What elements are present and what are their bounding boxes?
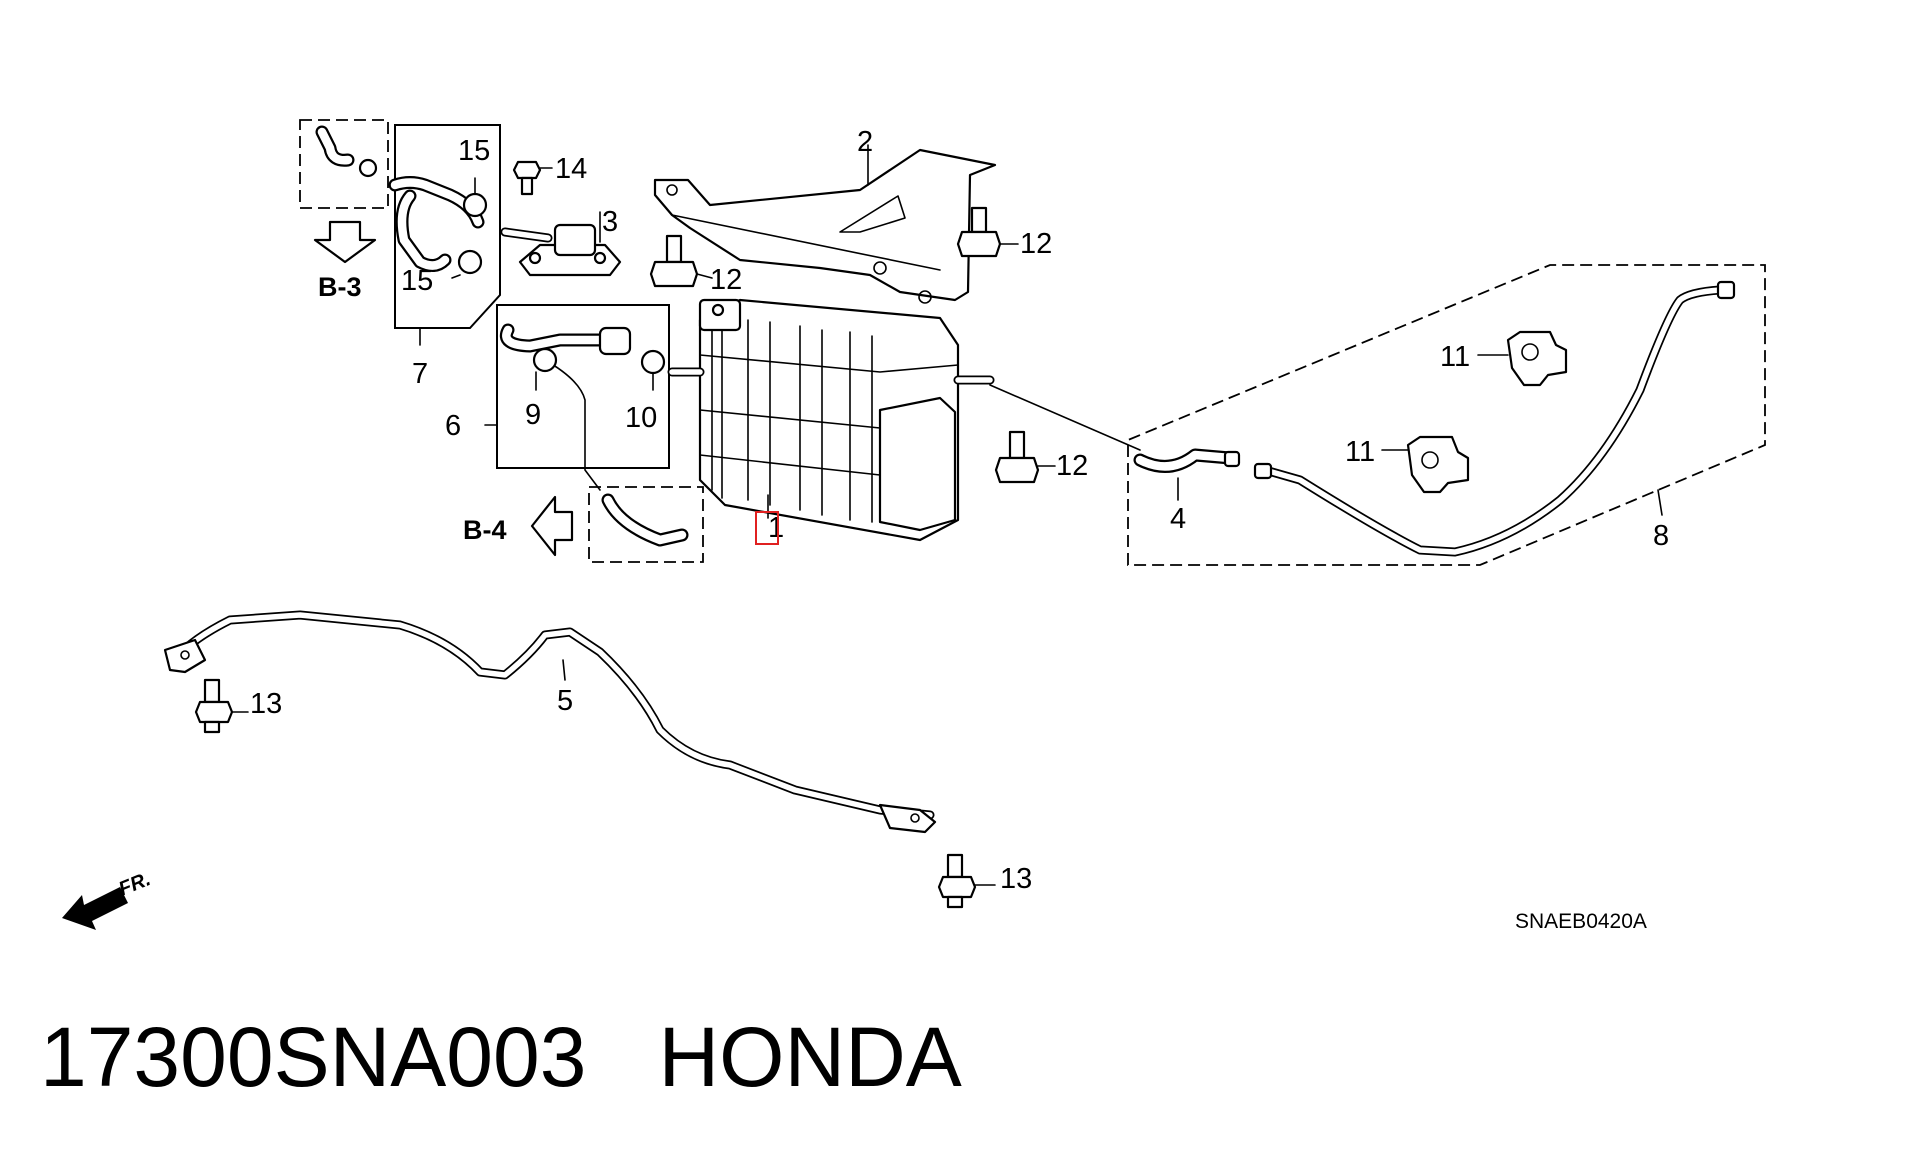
callout-11-upper[interactable]: 11	[1440, 341, 1470, 373]
callout-7[interactable]: 7	[412, 358, 428, 390]
part-6-group	[484, 304, 670, 491]
callout-12-upper-right[interactable]: 12	[1020, 228, 1052, 260]
callout-12-lower-right[interactable]: 12	[1056, 450, 1088, 482]
callout-11-lower[interactable]: 11	[1345, 436, 1375, 468]
bolt-13-left	[194, 678, 249, 734]
charcoal-canister-1	[667, 298, 1141, 542]
callout-5[interactable]: 5	[557, 685, 573, 717]
front-label: FR.	[116, 868, 154, 900]
callout-1-highlight	[755, 511, 779, 545]
callout-10[interactable]: 10	[625, 402, 657, 434]
callout-2[interactable]: 2	[857, 126, 873, 158]
callout-13-right[interactable]: 13	[1000, 863, 1032, 895]
callout-15-upper[interactable]: 15	[458, 135, 490, 167]
front-arrow-icon	[62, 887, 128, 930]
callout-1[interactable]: 1	[768, 512, 784, 544]
front-direction-indicator: FR.	[62, 868, 154, 930]
callout-15-lower[interactable]: 15	[401, 265, 433, 297]
right-detail-panel	[1127, 264, 1766, 566]
bolt-12-left	[649, 234, 713, 288]
clip-11-upper	[1477, 330, 1568, 387]
brand-name: HONDA	[658, 1010, 962, 1104]
clip-11-lower	[1381, 435, 1470, 494]
clamp-9	[532, 347, 558, 391]
clamp-15-lower	[451, 249, 483, 279]
callout-8[interactable]: 8	[1653, 520, 1669, 552]
callout-13-left[interactable]: 13	[250, 688, 282, 720]
left-arrow-icon	[530, 495, 574, 557]
part-number: 17300SNA003	[40, 1010, 587, 1104]
b3-detail-box	[299, 119, 389, 209]
callout-4[interactable]: 4	[1170, 503, 1186, 535]
bolt-12-lower-right	[994, 430, 1056, 484]
purge-valve-3	[500, 211, 622, 277]
callout-9[interactable]: 9	[525, 399, 541, 431]
callout-12-left[interactable]: 12	[710, 264, 742, 296]
diagram-code: SNAEB0420A	[1515, 910, 1647, 933]
b4-detail-box	[588, 486, 704, 563]
down-arrow-icon	[313, 220, 377, 264]
callout-14[interactable]: 14	[555, 153, 587, 185]
bolt-14	[512, 160, 553, 196]
clamp-15-upper	[462, 177, 488, 218]
b4-label: B-4	[463, 515, 507, 545]
hose-4	[1133, 448, 1241, 501]
mounting-bracket-2	[653, 144, 997, 304]
bolt-13-right	[937, 853, 996, 909]
b4-reference[interactable]: B-4	[463, 495, 574, 557]
clamp-10	[640, 349, 666, 391]
pipe-8	[1253, 280, 1736, 557]
pipe-5	[163, 610, 937, 834]
callout-6[interactable]: 6	[445, 410, 461, 442]
callout-3[interactable]: 3	[602, 206, 618, 238]
b3-label: B-3	[318, 272, 362, 302]
bolt-12-upper-right	[956, 206, 1019, 258]
b3-reference[interactable]: B-3	[313, 220, 377, 302]
